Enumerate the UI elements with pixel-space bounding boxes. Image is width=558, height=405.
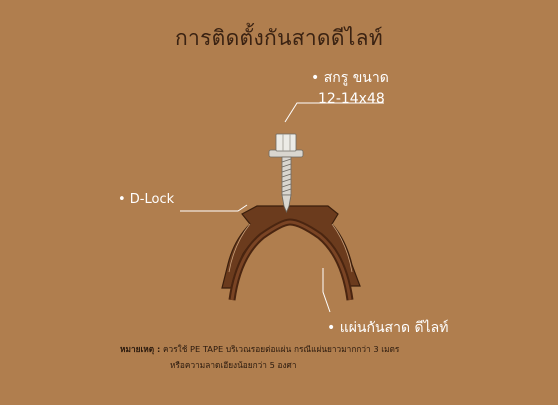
d-lock-clip bbox=[221, 205, 361, 289]
screw-label-line2: 12-14x48 bbox=[318, 91, 385, 107]
dlock-label: • D-Lock bbox=[118, 192, 175, 207]
screw-label: • สกรู ขนาด 12-14x48 bbox=[311, 68, 389, 110]
diagram-title: การติดตั้งกันสาดดีไลท์ bbox=[175, 26, 383, 50]
screw-leader-line bbox=[284, 102, 384, 123]
note-prefix: หมายเหตุ : bbox=[120, 344, 161, 354]
self-drilling-screw bbox=[268, 133, 304, 214]
screw-drill-tip bbox=[281, 194, 292, 214]
note-line-2: หรือความลาดเอียงน้อยกว่า 5 องศา bbox=[170, 360, 297, 370]
screw-label-line1: • สกรู ขนาด bbox=[311, 70, 389, 86]
screw-hex-head bbox=[275, 133, 297, 152]
sheet-label: • แผ่นกันสาด ดีไลท์ bbox=[327, 320, 449, 336]
installation-note: หมายเหตุ : ควรใช้ PE TAPE บริเวณรอยต่อแผ… bbox=[120, 341, 399, 373]
polycarbonate-sheet bbox=[228, 218, 354, 301]
note-line-1: ควรใช้ PE TAPE บริเวณรอยต่อแผ่น กรณีแผ่น… bbox=[163, 344, 400, 354]
note-row-1: หมายเหตุ : ควรใช้ PE TAPE บริเวณรอยต่อแผ… bbox=[120, 341, 399, 357]
dlock-leader-line bbox=[180, 204, 248, 212]
sheet-leader-line bbox=[322, 268, 331, 313]
